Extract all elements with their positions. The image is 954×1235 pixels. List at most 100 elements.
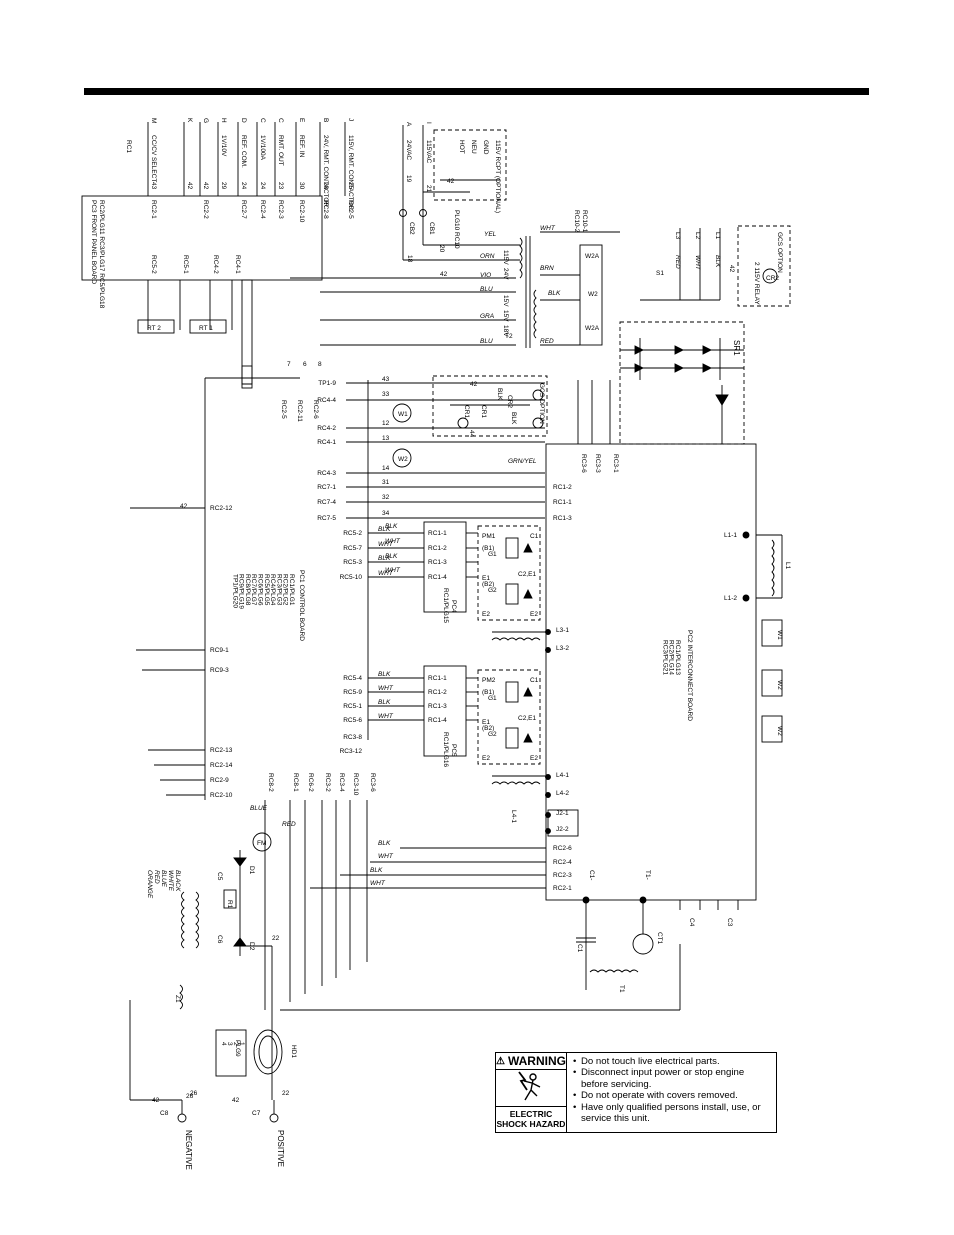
line-wht: WHT bbox=[694, 255, 701, 271]
electric-shock-icon bbox=[496, 1070, 566, 1106]
pc2-rc3-pin: RC3-6 bbox=[580, 454, 587, 473]
supply-wire-19: 19 bbox=[405, 175, 412, 183]
front-panel-pin: RC2-10 bbox=[298, 200, 305, 223]
pm1-module bbox=[477, 525, 541, 621]
module-terminal: (B1) bbox=[482, 689, 494, 696]
driver-pin: RC1-1 bbox=[428, 530, 447, 537]
pc4-cb-pin: RC5-10 bbox=[340, 574, 363, 581]
front-panel-pin: RC2-8 bbox=[322, 200, 329, 219]
rectifier-diode-icon bbox=[702, 345, 713, 355]
line-red: RED bbox=[674, 255, 681, 269]
l4-inductor-icon bbox=[491, 781, 541, 785]
control-plug-entry: RC1/PLG1 bbox=[288, 574, 295, 606]
terminal-label: 1V/100A bbox=[259, 135, 266, 161]
control-plug-entry: RC5/PLG5 bbox=[263, 574, 270, 606]
control-bottom-pin: RC8-1 bbox=[292, 773, 299, 792]
freewheel-diode-icon bbox=[523, 542, 533, 553]
c8-gnd: 42 bbox=[152, 1097, 160, 1104]
control-wire-number: 8 bbox=[318, 361, 322, 368]
module-terminal: C1 bbox=[530, 533, 539, 540]
terminal-letter: M bbox=[150, 118, 157, 123]
t2-wire-yel: YEL bbox=[484, 231, 497, 238]
warning-heading: WARNING bbox=[507, 1054, 566, 1068]
rt1-label: RT 1 bbox=[199, 325, 213, 332]
warning-label: ⚠ WARNING ELECTRIC SHOCK HAZARD Do not t… bbox=[495, 1052, 777, 1133]
driver-pin: RC1-4 bbox=[428, 717, 447, 724]
pc2-rc2-pin: RC2-3 bbox=[553, 872, 572, 879]
supply-section: A I 24VAC 115VAC 19 21 115V RCPT (OPTION… bbox=[399, 122, 588, 261]
component-label: C6 bbox=[216, 935, 223, 944]
r1-resistor-icon bbox=[223, 889, 237, 909]
j2-connector bbox=[547, 809, 579, 837]
cr2-top-label: CR2 bbox=[766, 275, 779, 282]
rcpt-hot: HOT bbox=[458, 140, 465, 154]
t2-wire-orn: ORN bbox=[480, 253, 495, 260]
wire-color: WHT bbox=[385, 538, 401, 545]
t2-label: T2 bbox=[505, 333, 513, 340]
positive-terminal-icon bbox=[269, 1113, 279, 1123]
pc2-w1: W1 bbox=[776, 630, 783, 640]
pc3-plugs: RC2/PLG11 RC3/PLG17 RC5/PLG18 bbox=[98, 200, 105, 309]
pm2-label: PM2 bbox=[482, 677, 496, 684]
module-terminal: C2,E1 bbox=[518, 715, 536, 722]
rcpt-wire-42: 42 bbox=[447, 178, 455, 185]
driver-wire-color: WHT bbox=[378, 685, 394, 692]
control-bottom-pin: RC3-6 bbox=[369, 773, 376, 792]
control-plug-entry: RC6/PLG6 bbox=[257, 574, 264, 606]
control-bottom-pin: RC3-4 bbox=[338, 773, 345, 792]
driver-wire-color: BLK bbox=[378, 671, 391, 678]
control-plug-entry: RC7/PLG7 bbox=[250, 574, 257, 606]
rc5-pin: RC5-2 bbox=[150, 255, 157, 274]
pc2-c4: C4 bbox=[688, 918, 695, 927]
driver-pin: RC1-1 bbox=[428, 675, 447, 682]
power-section: RC1-1BLKRC1-2WHTRC1-3BLKRC1-4WHTRC1-1BLK… bbox=[368, 521, 579, 837]
wire-color: BLUE bbox=[250, 805, 268, 812]
module-terminal: E1 bbox=[482, 719, 490, 726]
sr1-box bbox=[619, 321, 745, 445]
supply-24vac-label: 24VAC bbox=[405, 140, 412, 160]
pc2-fan-w2-a bbox=[761, 669, 783, 697]
rc2-5-label: RC2-5 bbox=[280, 400, 287, 419]
positive-wire: 22 bbox=[282, 1090, 290, 1097]
terminal-wire-number: 42 bbox=[186, 182, 193, 190]
plg9-pin: 2 bbox=[232, 1042, 239, 1046]
cb2-breaker-icon bbox=[399, 209, 407, 217]
t2-wire-wht: WHT bbox=[540, 225, 556, 232]
pm1-label: PM1 bbox=[482, 533, 496, 540]
fan-w1-icon bbox=[392, 403, 412, 423]
fan-w2-label: W2 bbox=[398, 456, 408, 463]
rc1-label: RC1 bbox=[125, 140, 132, 153]
rc2-6-label: RC2-6 bbox=[312, 400, 319, 419]
control-board-pin: TP1-9 bbox=[318, 380, 336, 387]
terminal-letter: C bbox=[259, 118, 266, 123]
pc2-terminal: L1-1 bbox=[724, 532, 737, 539]
j2-terminal: J2-1 bbox=[556, 810, 569, 817]
terminal-dot-icon bbox=[742, 531, 750, 539]
pc2-w2-b: W2 bbox=[776, 726, 783, 736]
pc2-rc1-pin: RC1-3 bbox=[553, 515, 572, 522]
switch-s1: S1 bbox=[656, 270, 664, 277]
component-label: R1 bbox=[226, 900, 233, 909]
module-terminal: E1 bbox=[482, 575, 490, 582]
front-panel-pin: RC2-2 bbox=[202, 200, 209, 219]
terminal-label: REF. COM. bbox=[240, 135, 247, 168]
pc4-cb-pin: RC5-2 bbox=[343, 530, 362, 537]
control-board-pc1: TP1-9RC4-4RC4-2RC4-1RC4-3RC7-1RC7-4RC7-5… bbox=[130, 361, 545, 1010]
warning-left-panel: ⚠ WARNING ELECTRIC SHOCK HAZARD bbox=[496, 1053, 567, 1132]
igbt-icon bbox=[505, 583, 519, 605]
t2-wire-18: 18 bbox=[406, 255, 413, 263]
gcs-mid-title: GCS OPTION bbox=[538, 383, 545, 424]
control-board-pin: RC4-1 bbox=[317, 439, 336, 446]
control-wire-number: 32 bbox=[382, 494, 390, 501]
control-wire-number: 31 bbox=[382, 479, 390, 486]
gcs-option-mid: GCS OPTION CR2 CR1 CR1 42 BLK BLK 44 bbox=[432, 375, 548, 438]
l4-terminal: L4-2 bbox=[556, 790, 569, 797]
pc5-cb-pin: RC5-1 bbox=[343, 703, 362, 710]
t2-winding-15v-b: 15V bbox=[502, 310, 509, 322]
j2-terminal: J2-2 bbox=[556, 826, 569, 833]
cr2-top-note: 2 115V RELAY bbox=[753, 262, 760, 305]
wire-color: BLK bbox=[385, 553, 398, 560]
wire-number: 26 bbox=[186, 1093, 194, 1100]
pc5-cb-pin: RC5-6 bbox=[343, 717, 362, 724]
